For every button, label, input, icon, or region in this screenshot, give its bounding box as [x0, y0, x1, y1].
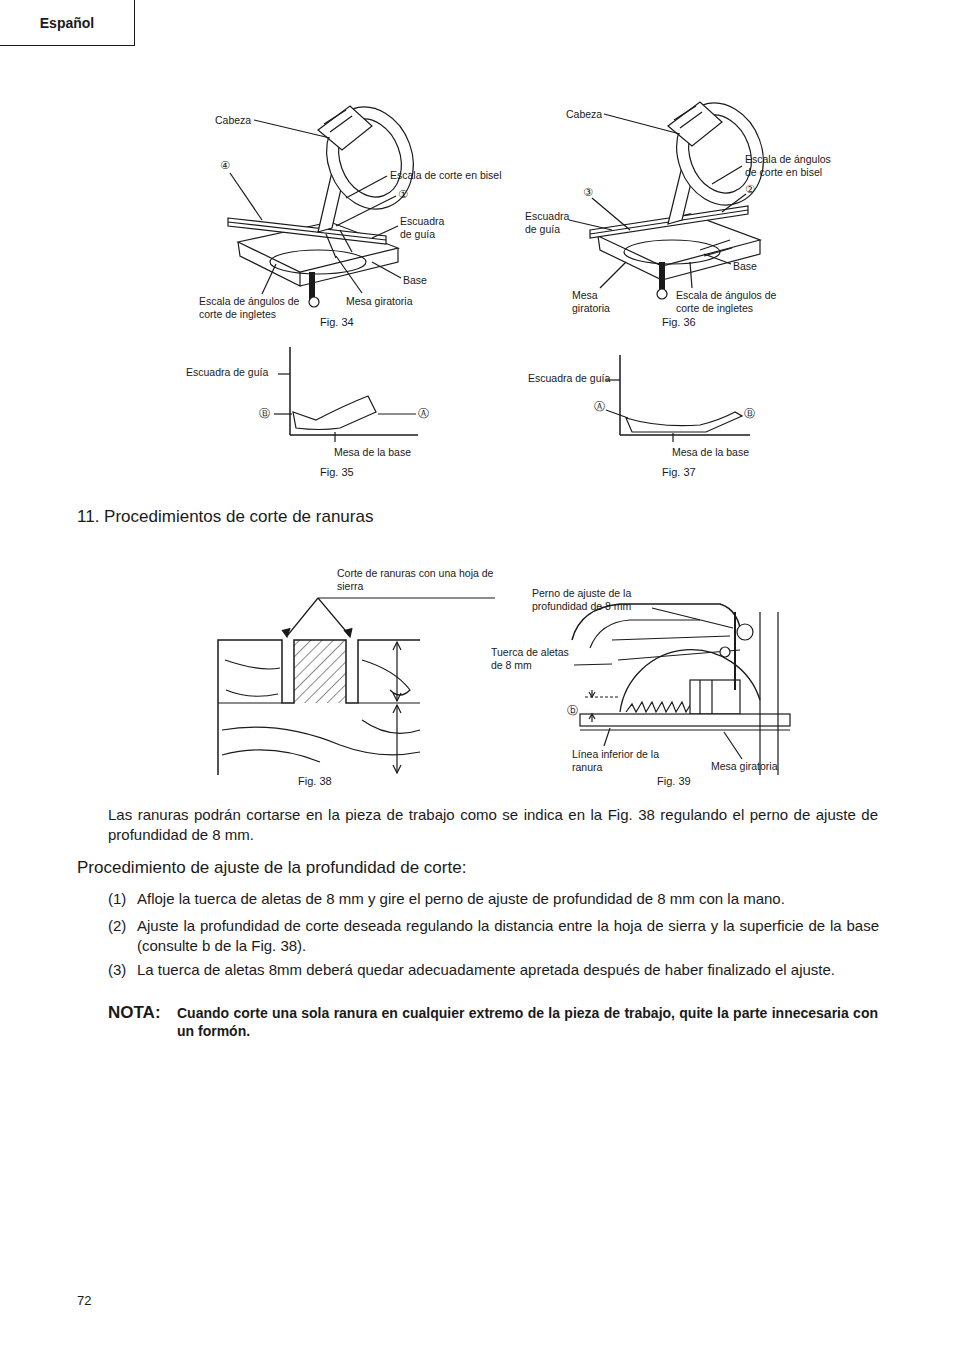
part-label: Escala de ángulos de corte en bisel — [745, 153, 845, 178]
figure-caption: Fig. 37 — [662, 466, 696, 479]
part-label: Escuadra de guía — [186, 366, 268, 379]
body-text: Las ranuras podrán cortarse en la pieza … — [108, 805, 878, 844]
figure-caption: Fig. 36 — [662, 316, 696, 329]
figure-caption: Fig. 38 — [298, 775, 332, 788]
part-label: Mesa de la base — [672, 446, 749, 459]
part-label: Corte de ranuras con una hoja de sierra — [337, 567, 505, 592]
part-label: Escala de corte en bisel — [390, 169, 501, 182]
body-text: Cuando corte una sola ranura en cualquie… — [177, 1004, 878, 1040]
fence-profile-fig35 — [274, 347, 418, 442]
part-label: Cabeza — [215, 114, 251, 127]
body-text: Afloje la tuerca de aletas de 8 mm y gir… — [137, 889, 879, 909]
part-label: Cabeza — [566, 108, 602, 121]
part-label: Base — [733, 260, 757, 273]
section-heading: 11. Procedimientos de corte de ranuras — [77, 506, 373, 528]
body-text: Ajuste la profundidad de corte deseada r… — [137, 916, 879, 955]
groove-workpiece-fig38 — [218, 598, 495, 775]
part-label: Mesa giratoria — [572, 289, 622, 314]
part-label: Escala de ángulos de corte de ingletes — [199, 295, 303, 320]
part-label: Mesa de la base — [334, 446, 411, 459]
figure-caption: Fig. 39 — [657, 775, 691, 788]
miter-saw-fig36 — [569, 91, 777, 299]
body-text: NOTA: — [108, 1002, 161, 1024]
part-label: Mesa giratoria — [711, 760, 778, 773]
callout-number: ⓑ — [567, 704, 578, 717]
part-label: Escuadra de guía — [528, 372, 610, 385]
tab-label: Español — [40, 15, 94, 31]
figure-caption: Fig. 34 — [320, 316, 354, 329]
callout-number: Ⓐ — [594, 400, 605, 413]
body-text: (2) — [108, 916, 126, 936]
part-label: Escuadra de guía — [400, 215, 452, 240]
figure-caption: Fig. 35 — [320, 466, 354, 479]
body-text: La tuerca de aletas 8mm deberá quedar ad… — [137, 960, 879, 980]
miter-saw-fig34 — [228, 95, 427, 307]
part-label: 72 — [77, 1293, 91, 1309]
callout-number: Ⓑ — [744, 407, 755, 420]
depth-stop-fig39 — [572, 604, 790, 775]
fence-profile-fig37 — [606, 355, 750, 442]
part-label: Mesa giratoria — [346, 295, 413, 308]
body-text: (3) — [108, 960, 126, 980]
callout-number: Ⓑ — [259, 407, 270, 420]
callout-number: ④ — [220, 159, 230, 172]
part-label: Perno de ajuste de la profundidad de 8 m… — [532, 587, 657, 612]
body-text: Procedimiento de ajuste de la profundida… — [77, 857, 466, 879]
part-label: Base — [403, 274, 427, 287]
callout-number: ③ — [583, 186, 593, 199]
callout-number: ① — [398, 188, 408, 201]
body-text: (1) — [108, 889, 126, 909]
language-tab: Español — [0, 0, 135, 46]
part-label: Escuadra de guía — [525, 210, 577, 235]
part-label: Tuerca de aletas de 8 mm — [491, 646, 577, 671]
part-label: Escala de ángulos de corte de ingletes — [676, 289, 792, 314]
callout-number: Ⓐ — [418, 407, 429, 420]
part-label: Línea inferior de la ranura — [572, 748, 664, 773]
callout-number: ② — [745, 183, 755, 196]
